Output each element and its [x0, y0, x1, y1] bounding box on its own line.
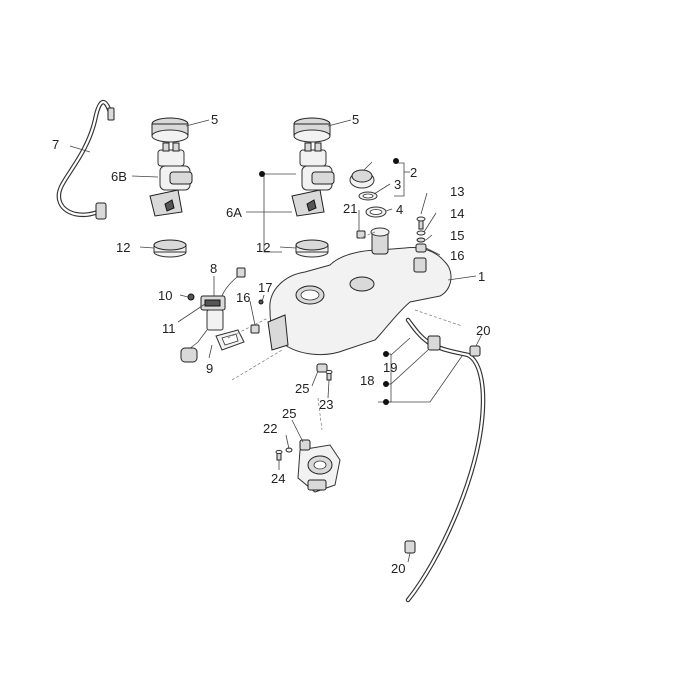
callout-9: 9 [206, 361, 213, 376]
callout-7: 7 [52, 137, 59, 152]
callout-22: 22 [263, 421, 277, 436]
screw-13 [416, 216, 426, 230]
filler-cap-2 [349, 169, 375, 189]
ring-12-left [153, 239, 187, 258]
grommet-25-upper [316, 363, 328, 373]
clamp-20-top [469, 345, 481, 357]
callout-3: 3 [394, 177, 401, 192]
gasket-3 [358, 191, 378, 201]
callout-1: 1 [478, 269, 485, 284]
callout-16-left: 16 [236, 290, 250, 305]
callout-8: 8 [210, 261, 217, 276]
washer-15 [416, 237, 426, 243]
callout-21: 21 [343, 201, 357, 216]
washer-14 [416, 230, 426, 236]
screw-10 [187, 293, 195, 301]
callout-6a: 6A [226, 205, 242, 220]
screw-23 [325, 369, 333, 381]
hose-18 [405, 317, 486, 603]
callout-19: 19 [383, 360, 397, 375]
callout-labels: 7 6B 5 5 12 12 6A 2 3 4 21 13 14 15 16 1… [52, 112, 490, 576]
callout-25-upper: 25 [295, 381, 309, 396]
callout-5-left: 5 [211, 112, 218, 127]
callout-24: 24 [271, 471, 285, 486]
fuel-level-sender [180, 267, 246, 363]
callout-20-bottom: 20 [391, 561, 405, 576]
callout-2: 2 [410, 165, 417, 180]
callout-12-left: 12 [116, 240, 130, 255]
screw-24 [275, 449, 283, 461]
bracket-dots [259, 158, 399, 405]
callout-17: 17 [258, 280, 272, 295]
fuel-tank-1 [267, 227, 452, 355]
fuel-pump-6a [291, 117, 335, 217]
ring-12-right [295, 239, 329, 258]
callout-25-lower: 25 [282, 406, 296, 421]
callout-12-right: 12 [256, 240, 270, 255]
clip-21 [356, 230, 366, 239]
callout-16-right: 16 [450, 248, 464, 263]
callout-13: 13 [450, 184, 464, 199]
nut-16-right [415, 243, 427, 253]
leader-lines [69, 119, 483, 563]
callout-5-right: 5 [352, 112, 359, 127]
hose-7 [56, 99, 115, 220]
fuel-pump-6b [149, 117, 193, 217]
reference-lines [227, 231, 463, 431]
ring-4 [365, 206, 387, 218]
callout-10: 10 [158, 288, 172, 303]
callout-11: 11 [162, 321, 176, 336]
callout-20-top: 20 [476, 323, 490, 338]
callout-6b: 6B [111, 169, 127, 184]
callout-15: 15 [450, 228, 464, 243]
bracket-assembly [297, 439, 341, 493]
callout-18: 18 [360, 373, 374, 388]
callout-23: 23 [319, 397, 333, 412]
callout-14: 14 [450, 206, 464, 221]
clamp-20-bottom [404, 540, 416, 554]
callout-4: 4 [396, 202, 403, 217]
